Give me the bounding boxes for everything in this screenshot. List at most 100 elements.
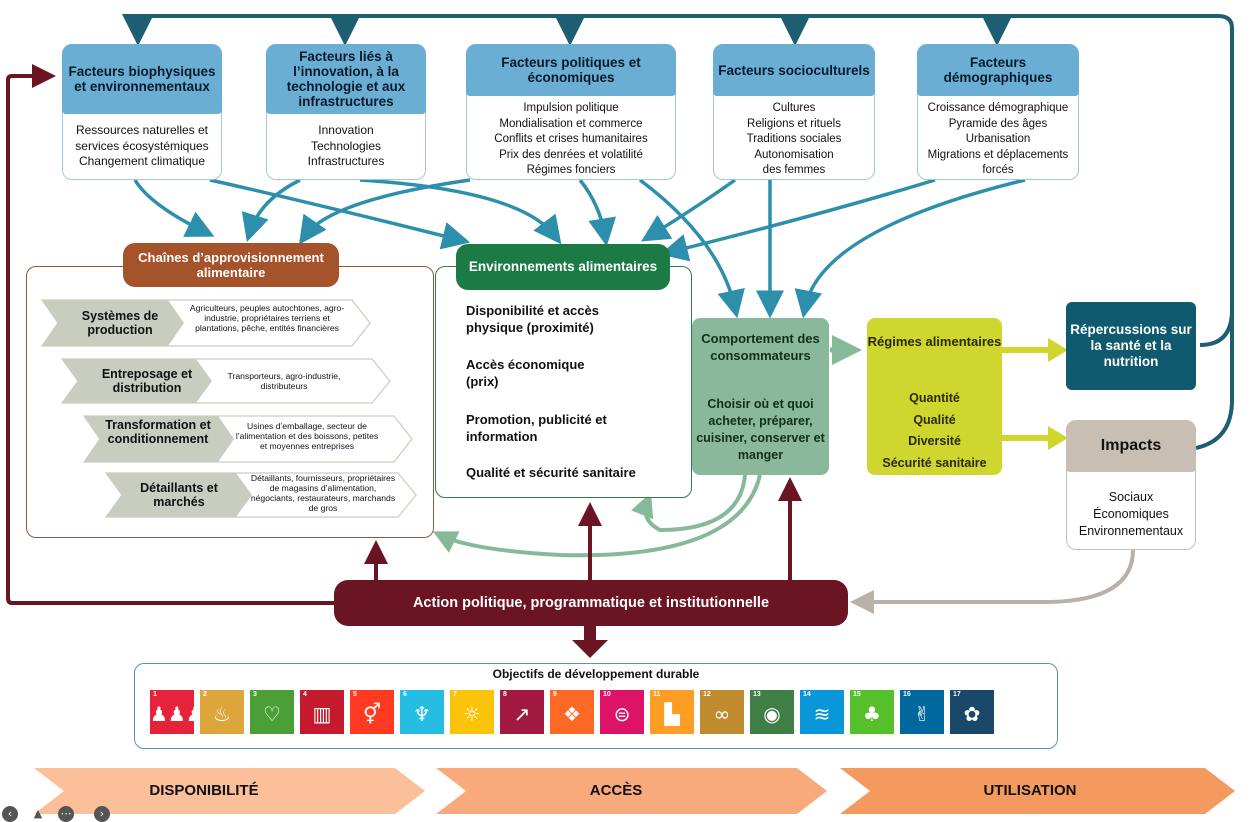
consumer-behaviour-title: Comportement des consommateurs [701, 331, 820, 363]
policy-arrows [6, 64, 802, 605]
factor-biophysical: Facteurs biophysiques et environnementau… [62, 44, 222, 180]
impact-item: Économiques [1093, 507, 1169, 521]
sdg-goal-icon: ⚥ [362, 702, 382, 726]
policy-action-box: Action politique, programmatique et inst… [334, 580, 848, 626]
factor-sociocultural: Facteurs socioculturels Cultures Religio… [713, 44, 875, 180]
sdg-goal-number: 9 [553, 691, 557, 698]
sdg-goal-number: 17 [953, 691, 961, 698]
sdg-goal-number: 15 [853, 691, 861, 698]
impacts-to-policy-arrow [850, 549, 1135, 614]
diets-title: Régimes alimentaires [867, 334, 1002, 349]
impact-item: Sociaux [1108, 490, 1154, 504]
health-nutrition-box: Répercussions sur la santé et la nutriti… [1066, 302, 1196, 390]
sdg-goal-icon: ☼ [463, 702, 481, 726]
factor-line: Pyramide des âges [948, 117, 1048, 130]
sdg-goal-17: 17✿ [950, 690, 994, 734]
top-feedback-loop [122, 14, 1234, 450]
sdg-goal-icon: ▙ [664, 702, 680, 726]
sdg-goal-number: 6 [403, 691, 407, 698]
more-icon[interactable]: ⋯ [58, 806, 74, 822]
sdg-goal-number: 4 [303, 691, 307, 698]
stage-label-storage: Entreposage et distribution [101, 367, 193, 395]
sdg-goal-number: 11 [653, 691, 661, 698]
impact-item: Environnementaux [1078, 524, 1184, 538]
factor-title: Facteurs politiques et économiques [466, 44, 676, 96]
sdg-goal-2: 2♨ [200, 690, 244, 734]
sdg-goal-icon: ♟♟♟ [150, 702, 204, 726]
person-icon[interactable]: ▲ [33, 807, 43, 820]
diet-item: Quantité [909, 391, 960, 405]
sdg-goal-icon: ♨ [213, 702, 231, 726]
sdg-goal-14: 14≋ [800, 690, 844, 734]
factor-line: services écosystémiques [75, 138, 209, 153]
sdg-goal-icon: ◉ [763, 702, 781, 726]
factor-line: Innovation [318, 123, 374, 137]
stage-label-processing: Transformation et conditionnement [105, 418, 211, 446]
factor-details: Impulsion politique Mondialisation et co… [469, 101, 673, 179]
sdg-goal-number: 1 [153, 691, 157, 698]
stage-band-availability [34, 768, 425, 814]
sdg-goal-icon: ⊜ [613, 702, 631, 726]
factor-line: Infrastructures [307, 154, 385, 168]
stage-text-retail: Détaillants, fournisseurs, propriétaires… [250, 473, 396, 513]
factor-line: Mondialisation et commerce [499, 117, 643, 130]
sdg-goal-5: 5⚥ [350, 690, 394, 734]
sdg-goal-16: 16✌ [900, 690, 944, 734]
factor-demographic: Facteurs démographiques Croissance démog… [917, 44, 1079, 180]
stage-label-retail: Détaillants et marchés [140, 481, 218, 509]
factor-line: Traditions sociales [746, 133, 842, 145]
stage-label-production: Systèmes de production [81, 309, 159, 337]
diet-arrowhead-health [1048, 338, 1068, 362]
sdg-goal-3: 3♡ [250, 690, 294, 734]
sdg-goal-icon: ♡ [263, 702, 281, 726]
factor-line: Impulsion politique [523, 102, 619, 114]
sdg-goal-12: 12∞ [700, 690, 744, 734]
sdg-goal-icon: ≋ [813, 702, 831, 726]
factor-details: Innovation Technologies Infrastructures [269, 123, 423, 170]
food-env-item: Promotion, publicité et information [466, 412, 607, 444]
stage-utilisation-label: UTILISATION [983, 781, 1077, 799]
sdg-goal-icon: ✌ [913, 702, 931, 726]
stage-band-access [436, 768, 827, 814]
consumer-behaviour-desc: Choisir où et quoi acheter, préparer, cu… [696, 397, 825, 462]
sdg-goal-11: 11▙ [650, 690, 694, 734]
sdg-goal-icon: ♣ [863, 702, 881, 726]
diet-arrows [1002, 347, 1052, 441]
sdg-title: Objectifs de développement durable [492, 667, 700, 681]
diets-box [867, 318, 1002, 475]
sdg-goal-icon: ♆ [413, 702, 431, 726]
food-env-item: Disponibilité et accès physique (proximi… [466, 303, 599, 335]
factor-line: des femmes [762, 164, 826, 176]
sdg-goal-number: 7 [453, 691, 457, 698]
sdg-goal-13: 13◉ [750, 690, 794, 734]
factor-details: Croissance démographique Pyramide des âg… [920, 101, 1076, 179]
factor-line: Technologies [310, 138, 382, 153]
sdg-goal-number: 14 [803, 691, 811, 698]
sdg-goal-icon: ▥ [312, 702, 332, 726]
sdg-goal-number: 13 [753, 691, 761, 698]
forward-icon[interactable]: › [94, 806, 110, 822]
diet-arrowhead-impacts [1048, 426, 1068, 450]
food-environments-title: Environnements alimentaires [456, 244, 670, 290]
factor-innovation: Facteurs liés à l’innovation, à la techn… [266, 44, 426, 180]
sdg-goal-7: 7☼ [450, 690, 494, 734]
impacts-title: Impacts [1066, 420, 1196, 472]
diet-item: Qualité [913, 413, 956, 427]
sdg-goal-10: 10⊜ [600, 690, 644, 734]
back-icon[interactable]: ‹ [2, 806, 18, 822]
food-environments-panel [435, 266, 692, 498]
sdg-goal-15: 15♣ [850, 690, 894, 734]
policy-to-sdg-arrowhead [572, 640, 608, 658]
factor-line: Ressources naturelles et [75, 123, 209, 137]
sdg-goal-icon: ✿ [963, 702, 981, 726]
factor-details: Cultures Religions et rituels Traditions… [716, 101, 872, 179]
sdg-goal-number: 2 [203, 691, 207, 698]
factor-title: Facteurs socioculturels [713, 44, 875, 96]
sdg-goal-icon: ↗ [513, 702, 531, 726]
sdg-goal-number: 5 [353, 691, 357, 698]
stage-text-processing: Usines d’emballage, secteur de l’aliment… [235, 421, 379, 451]
diet-item: Diversité [908, 434, 961, 448]
sdg-goal-number: 10 [603, 691, 611, 698]
sdg-goal-number: 16 [903, 691, 911, 698]
stage-band-utilisation [840, 768, 1235, 814]
